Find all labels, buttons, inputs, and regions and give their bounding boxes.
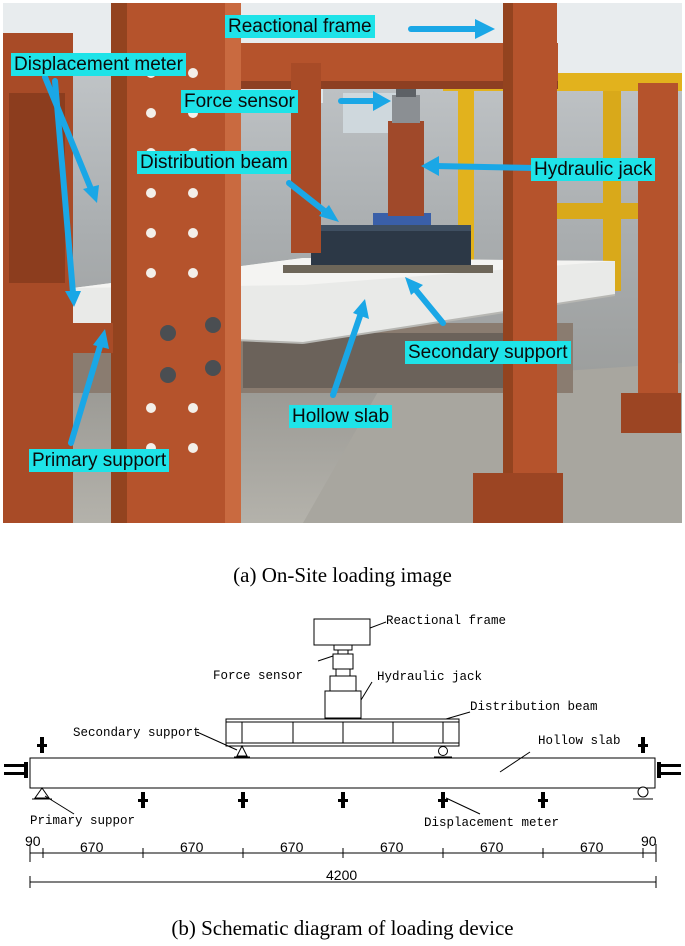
bottom-meters <box>138 792 548 808</box>
label-force-sensor: Force sensor <box>213 669 303 683</box>
dim-span-2: 670 <box>180 839 204 855</box>
end-meters <box>4 762 681 778</box>
schematic-drawing: Reactional frame Force sensor Hydraulic … <box>4 614 681 888</box>
primary-support-right <box>637 786 649 798</box>
caption-b: (b) Schematic diagram of loading device <box>171 916 514 940</box>
dim-total: 4200 <box>326 867 357 883</box>
callout-reactional-frame: Reactional frame <box>225 15 375 38</box>
top-meters <box>37 737 648 753</box>
secondary-support-right <box>438 746 448 756</box>
hollow-slab <box>29 757 656 789</box>
callout-force-sensor: Force sensor <box>181 90 298 113</box>
label-distribution-beam: Distribution beam <box>470 700 598 714</box>
onsite-loading-photo: Reactional frame Displacement meter Forc… <box>3 3 682 523</box>
photo-illustration <box>3 3 682 523</box>
reactional-frame-box <box>313 618 371 646</box>
callout-displacement-meter: Displacement meter <box>11 53 186 76</box>
dimension-lines <box>29 844 657 888</box>
dim-span-5: 670 <box>480 839 504 855</box>
label-reactional-frame: Reactional frame <box>386 614 506 628</box>
label-primary-support: Primary suppor <box>30 814 135 828</box>
leader-secondary-support <box>196 731 238 751</box>
label-hollow-slab: Hollow slab <box>538 734 621 748</box>
callout-hollow-slab: Hollow slab <box>289 405 393 428</box>
callout-primary-support: Primary support <box>29 449 170 472</box>
dim-span-3: 670 <box>280 839 304 855</box>
callout-secondary-support: Secondary support <box>405 341 571 364</box>
dim-span-1: 670 <box>80 839 104 855</box>
dim-right-end: 90 <box>641 833 657 849</box>
force-sensor-box <box>332 653 354 670</box>
distribution-beam <box>225 718 460 747</box>
leader-distribution-beam <box>445 711 471 720</box>
leader-primary-support <box>44 795 75 815</box>
label-secondary-support: Secondary support <box>73 726 201 740</box>
label-displacement-meter: Displacement meter <box>424 816 559 830</box>
dim-span-4: 670 <box>380 839 404 855</box>
leader-displacement-meter <box>445 797 481 815</box>
loading-device-schematic: Reactional frame Force sensor Hydraulic … <box>0 600 685 900</box>
dim-left-end: 90 <box>25 833 41 849</box>
secondary-support-left <box>236 744 248 757</box>
caption-a: (a) On-Site loading image <box>233 563 452 587</box>
primary-support-left <box>34 787 50 799</box>
callout-distribution-beam: Distribution beam <box>137 151 291 174</box>
hydraulic-jack-box <box>324 690 362 719</box>
leader-reactional-frame <box>369 621 387 629</box>
callout-hydraulic-jack: Hydraulic jack <box>531 158 656 181</box>
dim-span-6: 670 <box>580 839 604 855</box>
leader-force-sensor <box>317 655 334 662</box>
label-hydraulic-jack: Hydraulic jack <box>377 670 482 684</box>
leader-hydraulic-jack <box>360 681 373 701</box>
leader-hollow-slab <box>499 751 531 773</box>
